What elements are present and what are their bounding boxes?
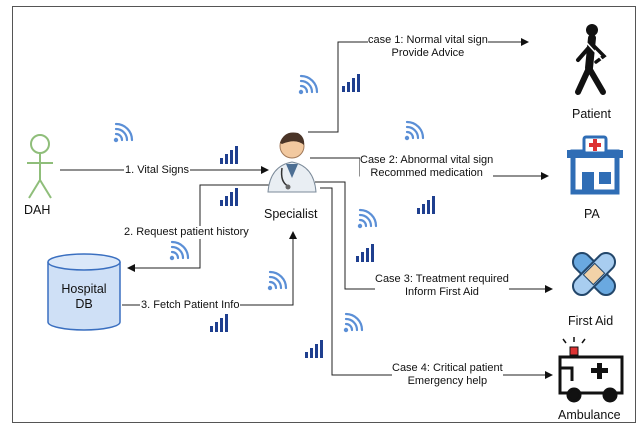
patient-icon (575, 24, 607, 95)
signal-bars-icon (220, 188, 238, 206)
dah-label: DAH (24, 203, 51, 217)
case2-label-line2: Recommed medication (370, 167, 483, 179)
doctor-icon (267, 132, 317, 193)
hospital-db-label-line2: DB (75, 297, 93, 311)
case1-label-line2: Provide Advice (391, 47, 465, 59)
pa-label: PA (584, 207, 600, 221)
signal-bars-icon (356, 244, 374, 262)
wireless-icon (298, 74, 319, 95)
case3-label-line2: Inform First Aid (404, 286, 479, 298)
case1-label-line1: case 1: Normal vital sign (368, 34, 488, 46)
wireless-icon (169, 240, 190, 261)
first-aid-label: First Aid (568, 314, 614, 328)
wireless-icon (267, 270, 288, 291)
database-icon (47, 253, 121, 331)
case3-label: Case 3: Treatment required Inform First … (375, 273, 509, 299)
hospital-db-label: Hospital DB (54, 282, 114, 312)
pharmacy-icon (567, 135, 623, 195)
wireless-icon (343, 312, 364, 333)
edge-label-request-history: 2. Request patient history (123, 226, 250, 239)
signal-bars-icon (210, 314, 228, 332)
specialist-label: Specialist (264, 207, 318, 221)
ambulance-label: Ambulance (558, 408, 621, 422)
edge-label-fetch-info: 3. Fetch Patient Info (140, 299, 241, 312)
dah-figure-icon (27, 134, 53, 199)
hospital-db-label-line1: Hospital (61, 282, 107, 296)
wireless-icon (404, 120, 425, 141)
signal-decorations (113, 74, 435, 358)
edge-label-vital-signs: 1. Vital Signs (124, 164, 191, 177)
wireless-icon (357, 208, 378, 229)
case4-label-line1: Case 4: Critical patient (392, 362, 503, 374)
ambulance-icon (558, 337, 624, 403)
case4-label-line2: Emergency help (407, 375, 488, 387)
case2-label-line1: Case 2: Abnormal vital sign (360, 154, 494, 166)
wireless-icon (113, 122, 134, 143)
diagram-frame (12, 6, 636, 423)
case1-label: case 1: Normal vital sign Provide Advice (368, 34, 488, 60)
case2-label: Case 2: Abnormal vital sign Recommed med… (360, 154, 494, 180)
first-aid-icon (571, 251, 617, 297)
signal-bars-icon (220, 146, 238, 164)
case4-label: Case 4: Critical patient Emergency help (392, 362, 503, 388)
patient-label: Patient (572, 107, 611, 121)
signal-bars-icon (305, 340, 323, 358)
signal-bars-icon (342, 74, 360, 92)
case3-label-line1: Case 3: Treatment required (375, 273, 509, 285)
signal-bars-icon (417, 196, 435, 214)
